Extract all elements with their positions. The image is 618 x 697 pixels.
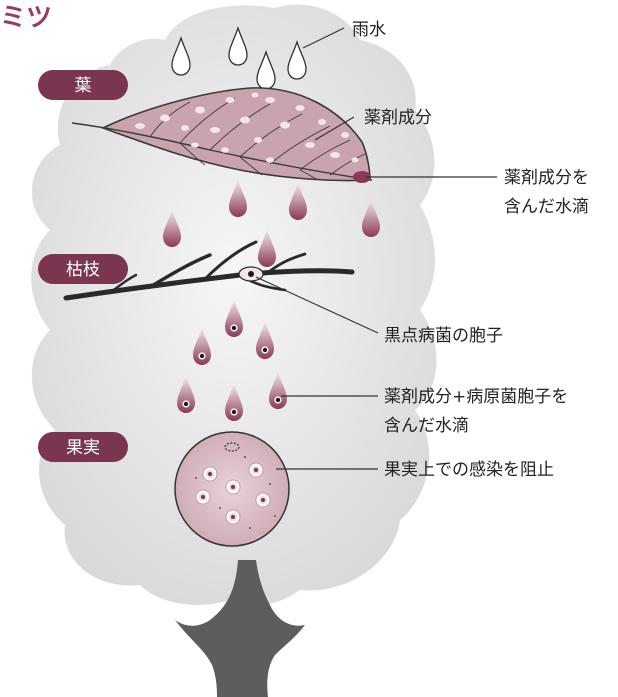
tag-branch: 枯枝 xyxy=(38,254,128,284)
label-rain: 雨水 xyxy=(352,20,386,40)
title-fragment: ミツ xyxy=(0,3,52,33)
label-chem-drop-1: 薬剤成分を xyxy=(504,168,589,188)
label-chemical: 薬剤成分 xyxy=(364,108,432,128)
label-mixed-drop-2: 含んだ水滴 xyxy=(384,416,469,436)
tag-fruit-label: 果実 xyxy=(66,438,100,458)
label-mixed-drop-1: 薬剤成分+病原菌胞子を xyxy=(384,387,568,407)
label-spore: 黒点病菌の胞子 xyxy=(384,326,503,346)
tag-fruit: 果実 xyxy=(38,432,128,462)
label-chem-drop-2: 含んだ水滴 xyxy=(504,197,589,217)
tag-branch-label: 枯枝 xyxy=(66,260,100,280)
tag-leaf-label: 葉 xyxy=(75,76,92,96)
label-fruit-protect: 果実上での感染を阻止 xyxy=(384,460,554,480)
tag-leaf: 葉 xyxy=(38,70,128,100)
fruit-illustration xyxy=(175,432,289,546)
